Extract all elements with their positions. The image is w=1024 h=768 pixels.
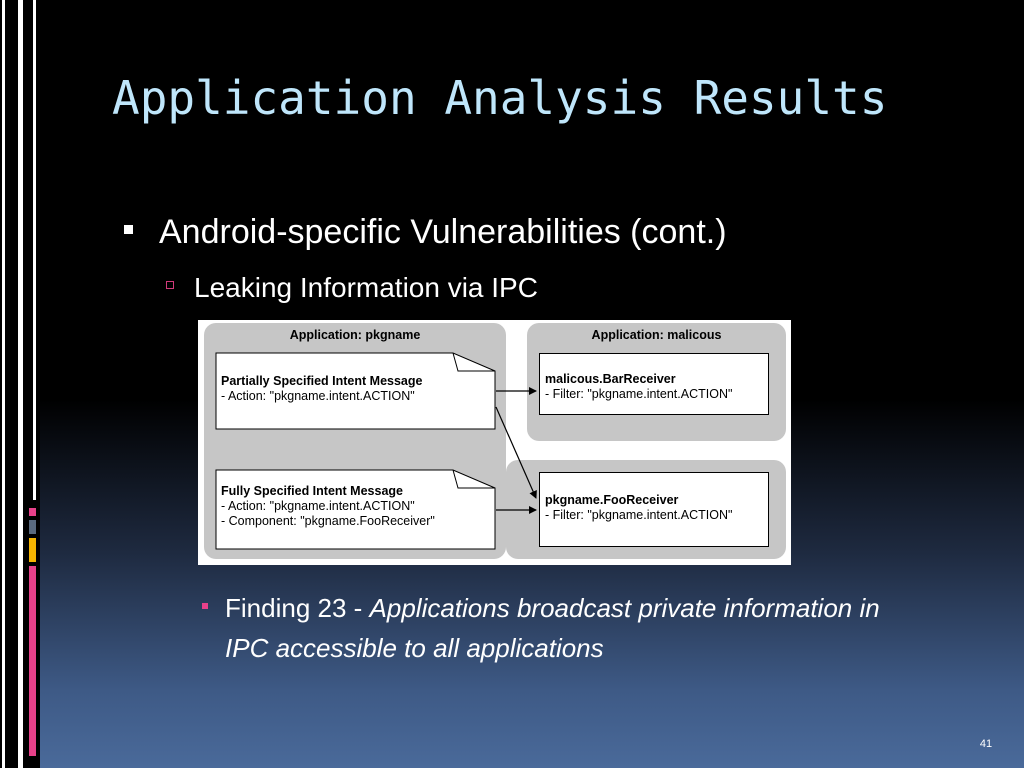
finding-label: Finding 23 - <box>225 593 370 623</box>
msg-full-shape <box>215 469 496 550</box>
finding-text: Finding 23 - Applications broadcast priv… <box>225 588 905 668</box>
ipc-diagram: Application: pkgname Application: malico… <box>198 320 791 565</box>
finding-description: Applications broadcast private informati… <box>225 593 880 663</box>
foo-receiver-filter: - Filter: "pkgname.intent.ACTION" <box>545 508 733 522</box>
decor-line-1 <box>2 0 5 768</box>
app-title-pkgname: Application: pkgname <box>289 328 421 342</box>
filled-square-bullet-icon <box>124 224 133 234</box>
accent-slate <box>29 520 36 534</box>
msg-full-action: - Action: "pkgname.intent.ACTION" <box>221 499 415 513</box>
bar-receiver-filter: - Filter: "pkgname.intent.ACTION" <box>545 387 733 401</box>
slide-title: Application Analysis Results <box>112 71 888 125</box>
msg-partial-title: Partially Specified Intent Message <box>221 374 423 388</box>
small-square-bullet-icon <box>202 603 208 609</box>
accent-pink-long <box>29 566 36 756</box>
foo-receiver-box: pkgname.FooReceiver - Filter: "pkgname.i… <box>539 472 769 547</box>
bar-receiver-box: malicous.BarReceiver - Filter: "pkgname.… <box>539 353 769 415</box>
bullet-level1: Android-specific Vulnerabilities (cont.) <box>124 208 727 256</box>
msg-full-component: - Component: "pkgname.FooReceiver" <box>221 514 435 528</box>
diagram-arrows <box>215 352 537 550</box>
msg-full-text: Fully Specified Intent Message - Action:… <box>221 484 435 529</box>
bullet-level1-text: Android-specific Vulnerabilities (cont.) <box>159 212 727 251</box>
foo-receiver-title: pkgname.FooReceiver <box>545 493 679 507</box>
decor-line-3 <box>33 0 36 500</box>
decor-line-2 <box>18 0 23 768</box>
bullet-level2: Leaking Information via IPC <box>166 268 538 308</box>
accent-yellow <box>29 538 36 562</box>
msg-partial-shape <box>215 352 496 430</box>
left-decor-strip <box>0 0 40 768</box>
bar-receiver-title: malicous.BarReceiver <box>545 372 676 386</box>
msg-full-fold <box>452 469 495 489</box>
msg-partial-text: Partially Specified Intent Message - Act… <box>221 374 422 404</box>
page-number: 41 <box>979 738 993 750</box>
msg-partial-fold <box>452 352 495 372</box>
outline-square-bullet-icon <box>166 281 174 289</box>
msg-partial-action: - Action: "pkgname.intent.ACTION" <box>221 389 415 403</box>
msg-full-title: Fully Specified Intent Message <box>221 484 403 498</box>
app-title-malicous: Application: malicous <box>591 328 722 342</box>
arrow-partial-to-foo <box>495 406 537 499</box>
accent-pink-top <box>29 508 36 516</box>
bullet-level2-text: Leaking Information via IPC <box>194 272 538 303</box>
